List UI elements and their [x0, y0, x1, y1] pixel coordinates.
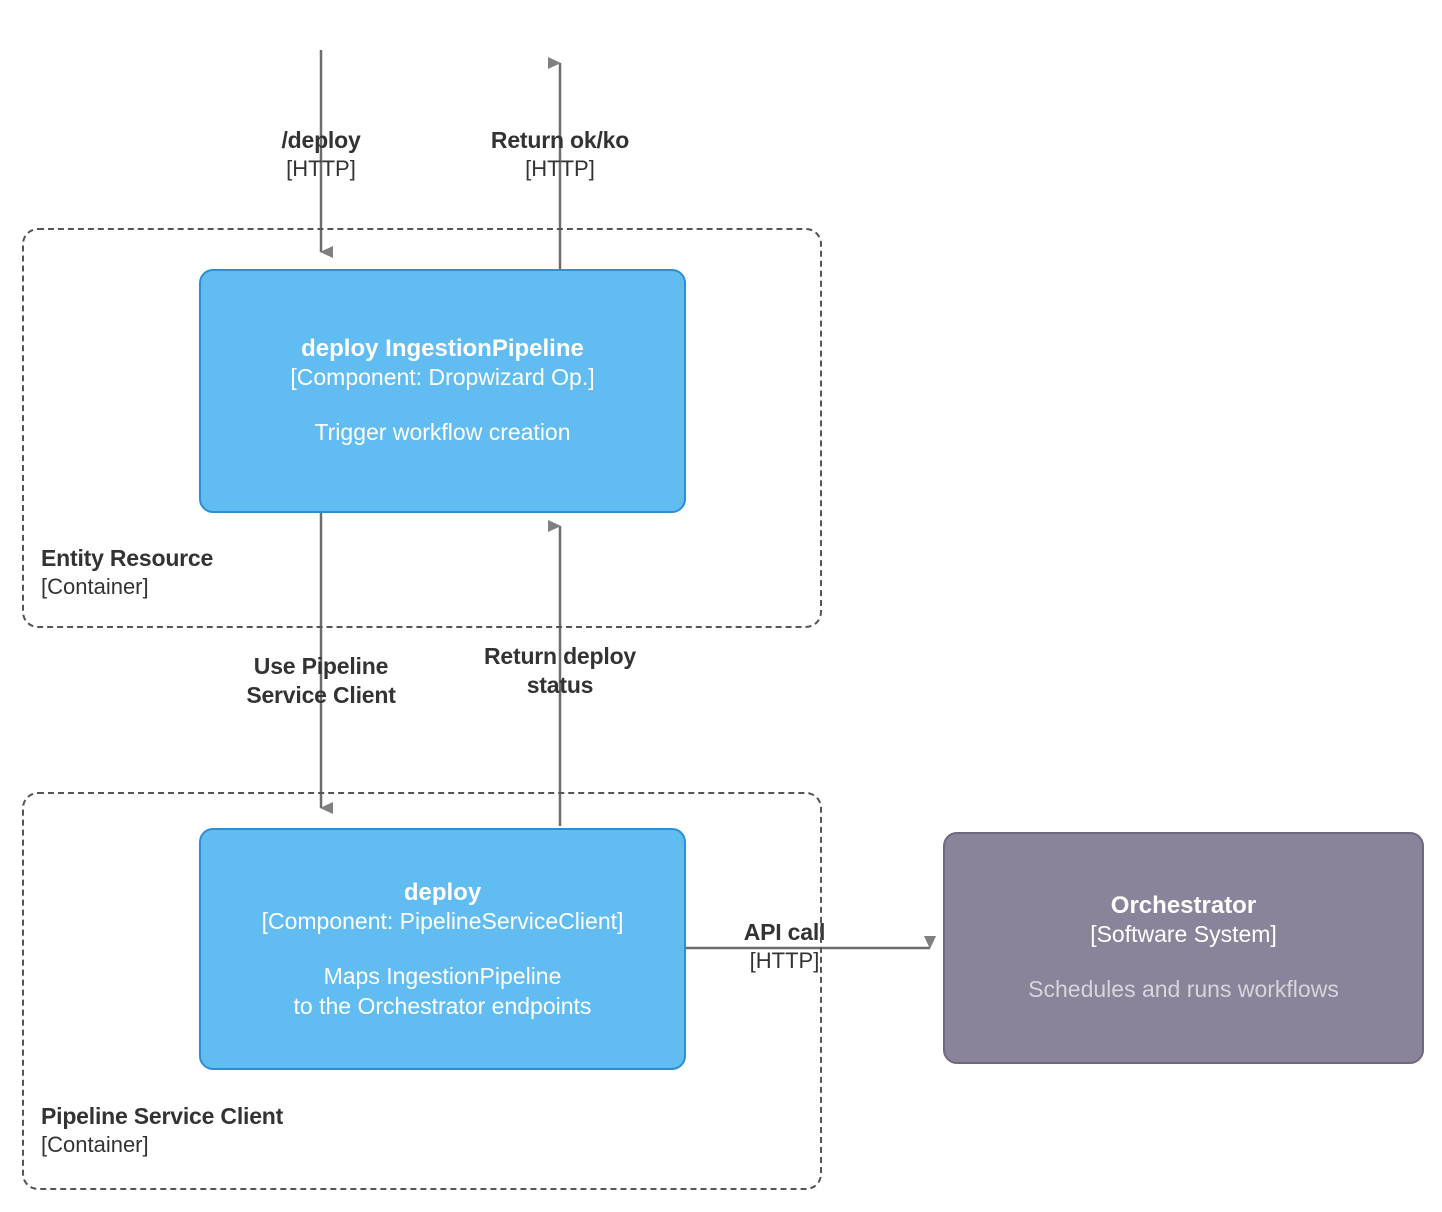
rel-tech: [HTTP]	[525, 155, 595, 181]
node-deploy-ingestion-pipeline[interactable]: deploy IngestionPipeline [Component: Dro…	[199, 269, 686, 513]
rel-text: Use Pipeline Service Client	[246, 653, 396, 708]
rel-tech: [HTTP]	[286, 155, 356, 181]
node-tech: [Component: Dropwizard Op.]	[290, 364, 595, 391]
node-deploy-pipeline-service-client[interactable]: deploy [Component: PipelineServiceClient…	[199, 828, 686, 1070]
rel-label-use-pipeline-service-client: Use Pipeline Service Client	[201, 652, 441, 709]
rel-text: Return deploy status	[483, 643, 637, 698]
rel-label-return-ok-ko: Return ok/ko [HTTP]	[440, 126, 680, 182]
boundary-name: Pipeline Service Client	[41, 1103, 284, 1129]
rel-text: Return ok/ko	[490, 127, 630, 153]
node-tech: [Software System]	[1090, 921, 1277, 948]
boundary-pipeline-service-client	[22, 792, 822, 1190]
node-name: Orchestrator	[1110, 892, 1257, 920]
boundary-label-entity-resource: Entity Resource [Container]	[41, 544, 213, 601]
node-tech: [Component: PipelineServiceClient]	[261, 908, 624, 935]
node-orchestrator[interactable]: Orchestrator [Software System] Schedules…	[943, 832, 1424, 1064]
rel-label-api-call: API call [HTTP]	[692, 918, 877, 974]
node-description: Trigger workflow creation	[314, 419, 571, 446]
node-name: deploy	[403, 879, 482, 907]
rel-label-return-deploy-status: Return deploy status	[440, 642, 680, 699]
boundary-type: [Container]	[41, 1131, 149, 1157]
boundary-entity-resource	[22, 228, 822, 628]
boundary-label-pipeline-service-client: Pipeline Service Client [Container]	[41, 1102, 283, 1159]
boundary-type: [Container]	[41, 573, 149, 599]
boundary-name: Entity Resource	[41, 545, 214, 571]
rel-text: API call	[743, 919, 826, 945]
node-description: Schedules and runs workflows	[1028, 976, 1339, 1003]
node-description-line1: Maps IngestionPipeline	[323, 963, 562, 990]
node-description-line2: to the Orchestrator endpoints	[293, 992, 592, 1019]
rel-text: /deploy	[281, 127, 361, 153]
rel-tech: [HTTP]	[749, 947, 820, 973]
rel-label-deploy-request: /deploy [HTTP]	[201, 126, 441, 182]
node-name: deploy IngestionPipeline	[301, 335, 584, 363]
